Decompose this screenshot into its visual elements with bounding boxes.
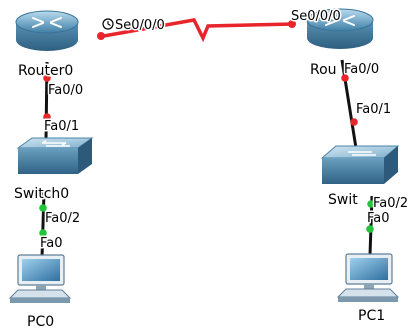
pc-icon xyxy=(336,253,400,302)
pc0-device[interactable] xyxy=(8,254,72,303)
port-label-switch0-fa0-1: Fa0/1 xyxy=(44,119,79,134)
device-label-router1: Rou xyxy=(310,62,337,78)
device-label-router0: Router0 xyxy=(18,63,73,79)
switch-icon xyxy=(16,137,94,174)
pc-icon xyxy=(8,254,72,303)
port-label-switch0-fa0-2: Fa0/2 xyxy=(45,211,80,226)
port-label-router0-se0-0-0: Se0/0/0 xyxy=(115,18,165,33)
port-label-router0-fa0-0: Fa0/0 xyxy=(48,83,83,98)
port-label-switch1-fa0-2: Fa0/2 xyxy=(373,196,408,211)
port-light-router1-se0-0-0 xyxy=(288,20,296,28)
device-label-pc0: PC0 xyxy=(27,314,54,330)
port-label-router1-fa0-0: Fa0/0 xyxy=(344,62,379,77)
router0-device[interactable] xyxy=(15,10,79,51)
port-light-switch1-fa0-1 xyxy=(350,118,358,126)
device-label-switch1: Swit xyxy=(328,192,358,208)
port-label-router1-se0-0-0: Se0/0/0 xyxy=(291,9,341,24)
device-label-pc1: PC1 xyxy=(358,308,385,324)
switch-icon xyxy=(320,145,400,184)
device-label-switch0: Switch0 xyxy=(14,186,69,202)
port-light-pc0-fa0 xyxy=(39,229,47,237)
port-light-switch1-fa0-2 xyxy=(367,200,375,208)
port-light-switch0-fa0-1 xyxy=(43,113,51,121)
switch1-device[interactable] xyxy=(320,145,400,184)
pc1-device[interactable] xyxy=(336,253,400,302)
clock-icon xyxy=(102,18,114,30)
router-icon xyxy=(306,8,374,49)
port-light-router0-fa0-0 xyxy=(43,74,51,82)
port-label-switch1-fa0-1: Fa0/1 xyxy=(356,102,391,117)
switch0-device[interactable] xyxy=(16,137,94,174)
ethernet-link-switch0-pc0[interactable] xyxy=(40,191,46,259)
serial-link[interactable] xyxy=(97,18,295,43)
port-light-router1-fa0-0 xyxy=(341,74,349,82)
port-label-pc1-fa0: Fa0 xyxy=(367,211,390,226)
router-icon xyxy=(15,10,79,51)
router1-device[interactable] xyxy=(306,8,374,49)
port-light-pc1-fa0 xyxy=(366,225,374,233)
port-light-switch0-fa0-2 xyxy=(39,204,47,212)
port-label-pc0-fa0: Fa0 xyxy=(40,236,63,251)
port-light-router0-se0-0-0 xyxy=(97,32,105,40)
